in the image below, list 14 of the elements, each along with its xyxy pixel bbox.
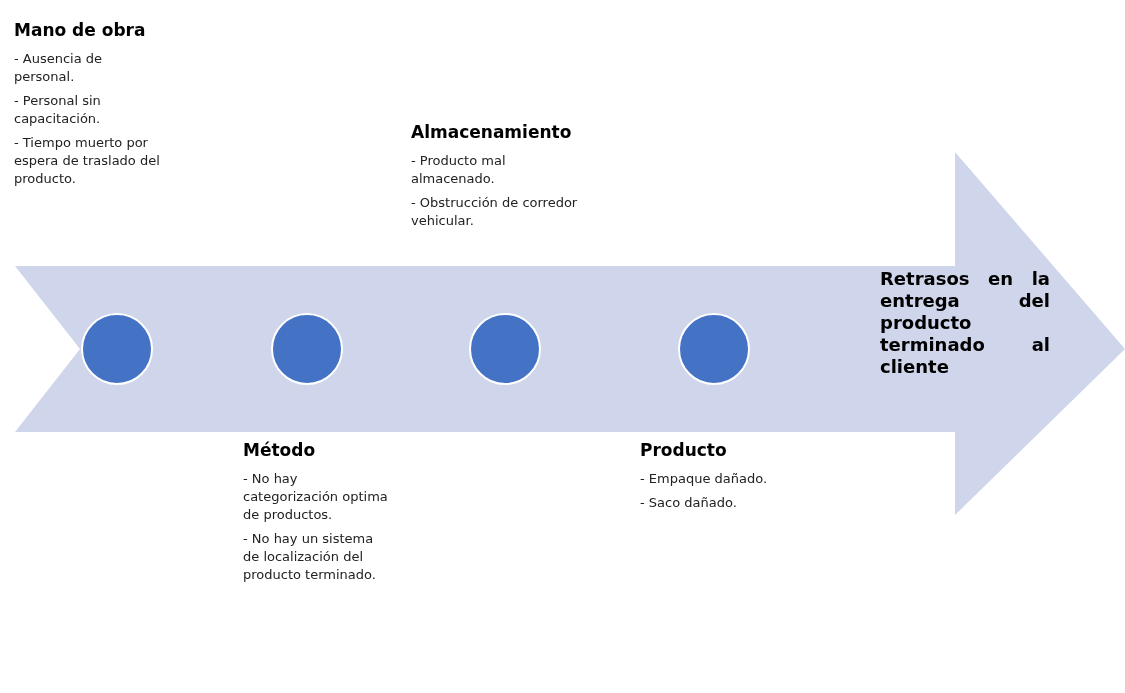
cause-item: - Obstrucción de corredor vehicular. xyxy=(411,194,579,230)
cause-item: - No hay categorización optima de productos. xyxy=(243,470,389,524)
category-heading: Almacenamiento xyxy=(411,122,573,142)
cause-item: - No hay un sistema de localización del producto terminado. xyxy=(243,530,377,584)
category-heading: Producto xyxy=(640,440,728,460)
cause-item: - Saco dañado. xyxy=(640,494,738,512)
cause-item: - Tiempo muerto por espera de traslado del producto. xyxy=(14,134,161,188)
category-heading: Método xyxy=(243,440,317,460)
cause-item: - Ausencia de personal. xyxy=(14,50,104,86)
cause-item: - Personal sin capacitación. xyxy=(14,92,102,128)
effect-text: Retrasos en la entrega del producto terminado al cliente xyxy=(880,268,1050,378)
cause-item: - Empaque dañado. xyxy=(640,470,769,488)
cause-item: - Producto mal almacenado. xyxy=(411,152,507,188)
category-heading: Mano de obra xyxy=(14,20,147,40)
